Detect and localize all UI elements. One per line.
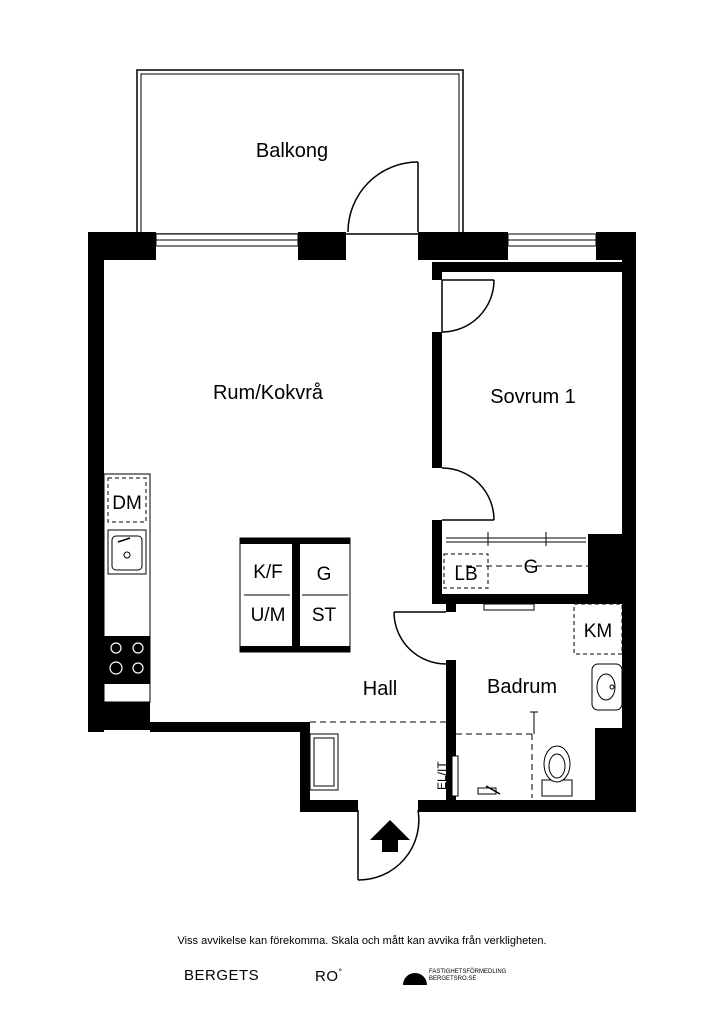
label-st: ST (312, 605, 337, 626)
label-km: KM (584, 621, 613, 642)
entrance-arrow-icon (370, 820, 410, 852)
label-um: U/M (251, 605, 286, 626)
room-label-bedroom: Sovrum 1 (490, 386, 576, 408)
logo-line-1: FASTIGHETSFÖRMEDLING (429, 969, 507, 975)
logo-icon (403, 973, 427, 985)
room-label-living: Rum/Kokvrå (213, 382, 324, 404)
interior-walls (432, 262, 622, 810)
label-lb: LB (454, 564, 477, 585)
basin-icon (591, 663, 623, 711)
dashed-lines (310, 565, 588, 798)
stove-icon (104, 636, 150, 684)
label-g-storage: G (317, 564, 332, 585)
label-g-wardrobe: G (524, 557, 539, 578)
dishwasher-box (107, 477, 147, 523)
logo-text: FASTIGHETSFÖRMEDLING BERGETSRO.SE (429, 969, 506, 983)
lb-box (443, 553, 489, 589)
room-label-balcony: Balkong (256, 140, 328, 162)
windows (155, 233, 597, 247)
storage-block (239, 537, 351, 653)
hall-closet (309, 733, 339, 791)
brand-degree: ° (338, 967, 343, 977)
electrical-panel (451, 755, 459, 797)
sink-icon (107, 529, 147, 575)
outer-walls (88, 232, 636, 812)
washing-machine-box (573, 603, 623, 655)
brand-name-left: BERGETS (184, 967, 260, 984)
label-dishwasher: DM (112, 493, 142, 514)
bathroom-fixtures (477, 603, 623, 797)
brand-right-text: RO (315, 968, 339, 985)
room-label-hall: Hall (363, 678, 397, 700)
bedroom-top-wall (432, 262, 622, 272)
wardrobe-rail (446, 532, 586, 546)
kitchen-counter (103, 473, 151, 703)
label-kf: K/F (253, 562, 283, 583)
logo-line-2: BERGETSRO.SE (429, 976, 477, 982)
room-label-bathroom: Badrum (487, 676, 557, 698)
label-elit: EL/IT (435, 761, 449, 790)
doors (347, 161, 495, 881)
brand-name-right: RO° (315, 967, 343, 985)
disclaimer-text: Viss avvikelse kan förekomma. Skala och … (177, 935, 547, 947)
